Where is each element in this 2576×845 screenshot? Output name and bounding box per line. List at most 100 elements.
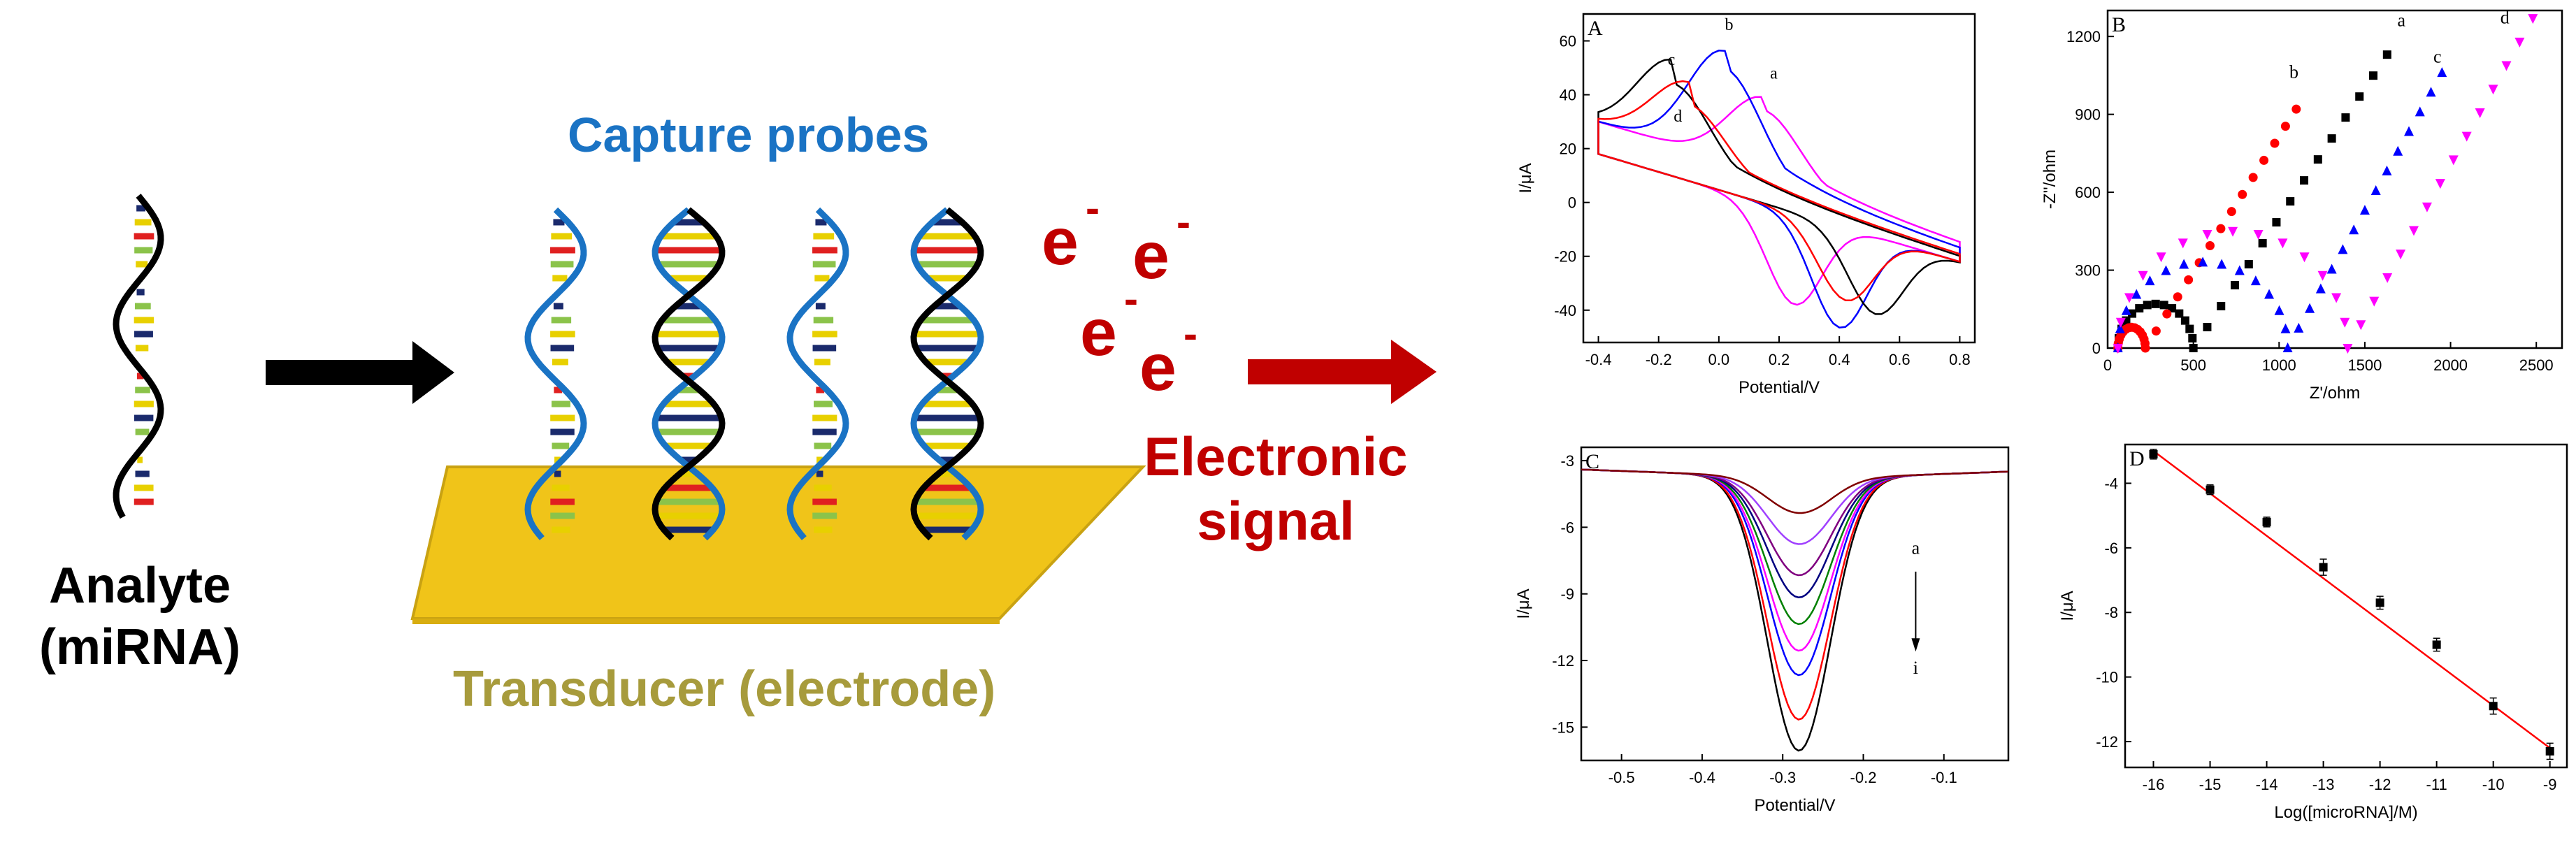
marker	[2349, 224, 2359, 235]
x-tick-label: 2500	[2519, 356, 2554, 374]
y-tick-label: -12	[1552, 652, 1574, 670]
marker	[2143, 301, 2152, 310]
y-tick-label: -10	[2096, 669, 2118, 686]
marker	[2448, 155, 2459, 166]
transducer-label: Transducer (electrode)	[453, 661, 995, 717]
y-tick-label: 20	[1560, 140, 1576, 158]
y-tick-label: -20	[1554, 248, 1576, 266]
y-tick-label: 600	[2075, 184, 2101, 201]
marker	[2145, 275, 2155, 286]
marker	[2305, 303, 2315, 313]
electrode-edge	[412, 619, 1000, 624]
marker	[2131, 289, 2142, 299]
marker	[2280, 122, 2290, 131]
marker	[2168, 304, 2177, 313]
analyte-mirna-strand	[113, 194, 164, 519]
marker	[2189, 344, 2198, 352]
x-tick-label: 0	[2103, 356, 2112, 374]
data-point	[2375, 598, 2384, 607]
y-tick-label: -3	[1560, 452, 1574, 470]
capture-probe-1	[524, 207, 587, 540]
marker	[2258, 239, 2267, 248]
y-tick-label: 1200	[2066, 28, 2101, 45]
x-axis-label: Potential/V	[1754, 796, 1835, 815]
marker	[2317, 270, 2328, 281]
marker	[2259, 155, 2269, 165]
x-axis-label: Log([microRNA]/M)	[2274, 803, 2417, 822]
y-tick-label: -8	[2104, 604, 2118, 621]
electron-2-charge: -	[1177, 198, 1190, 245]
y-tick-label: -6	[1560, 519, 1574, 536]
curve-label-d: d	[1674, 108, 1682, 126]
x-tick-label: -0.4	[1585, 351, 1612, 368]
data-point	[2432, 640, 2441, 649]
marker	[2341, 113, 2350, 122]
marker	[2234, 265, 2245, 275]
panel-c-dpv: -0.5-0.4-0.3-0.2-0.1-3-6-9-12-15Potentia…	[1514, 446, 2010, 815]
x-tick-label: -15	[2199, 776, 2222, 793]
marker	[2135, 304, 2144, 313]
x-tick-label: -0.5	[1609, 769, 1635, 786]
nyquist-series-a	[2113, 50, 2391, 352]
concentration-arrowhead	[1911, 638, 1920, 652]
hybrid-duplex-2	[910, 207, 984, 541]
x-tick-label: 500	[2180, 356, 2206, 374]
analyte-sublabel: (miRNA)	[39, 619, 240, 675]
marker	[2272, 218, 2281, 227]
x-tick-label: -11	[2426, 776, 2447, 793]
marker	[2217, 302, 2226, 311]
marker	[2188, 333, 2197, 342]
y-tick-label: 300	[2075, 262, 2101, 280]
marker	[2369, 296, 2380, 307]
output-arrow	[1248, 340, 1437, 404]
y-axis-label: I/μA	[1514, 588, 1533, 619]
marker	[2115, 317, 2126, 328]
strand	[652, 207, 726, 541]
marker	[2370, 185, 2381, 195]
marker	[2238, 189, 2247, 199]
marker	[2115, 323, 2125, 333]
curve-label-c: c	[1668, 51, 1676, 69]
marker	[2294, 322, 2304, 333]
y-axis-label: I/μA	[2058, 591, 2077, 621]
marker	[2184, 275, 2194, 284]
x-tick-label: 0.4	[1829, 351, 1850, 368]
marker	[2403, 126, 2414, 136]
dpv-curve-e	[1581, 468, 2009, 626]
marker	[2250, 275, 2261, 286]
x-axis-label: Z'/ohm	[2310, 384, 2361, 403]
electron-4: e	[1139, 331, 1177, 405]
x-tick-label: 1500	[2347, 356, 2382, 374]
marker	[2415, 106, 2425, 117]
marker	[2180, 316, 2189, 325]
marker	[2226, 207, 2236, 217]
marker	[2264, 289, 2275, 299]
plot-frame	[2106, 9, 2563, 349]
analyte-label: Analyte	[49, 558, 231, 614]
marker	[2382, 165, 2392, 175]
data-point	[2489, 702, 2498, 711]
marker	[2300, 176, 2309, 185]
marker	[2161, 265, 2171, 275]
marker	[2382, 50, 2391, 59]
marker	[2113, 344, 2123, 354]
x-tick-label: 0.6	[1889, 351, 1911, 368]
linear-fit-line	[2152, 450, 2551, 749]
marker	[2124, 293, 2134, 303]
marker	[2343, 344, 2353, 354]
marker	[2278, 238, 2288, 249]
marker	[2185, 324, 2194, 333]
strand	[910, 207, 984, 541]
plot-frame	[2124, 443, 2568, 769]
x-tick-label: -0.3	[1769, 769, 1796, 786]
x-tick-label: -0.2	[1850, 769, 1877, 786]
marker	[2244, 260, 2253, 269]
y-axis-label: I/μA	[1516, 163, 1535, 193]
capture-probes-label: Capture probes	[568, 108, 929, 162]
marker	[2396, 250, 2406, 260]
electron-3: e	[1080, 296, 1117, 370]
dpv-curve-b	[1581, 468, 2009, 721]
plot-frame	[1580, 446, 2010, 762]
